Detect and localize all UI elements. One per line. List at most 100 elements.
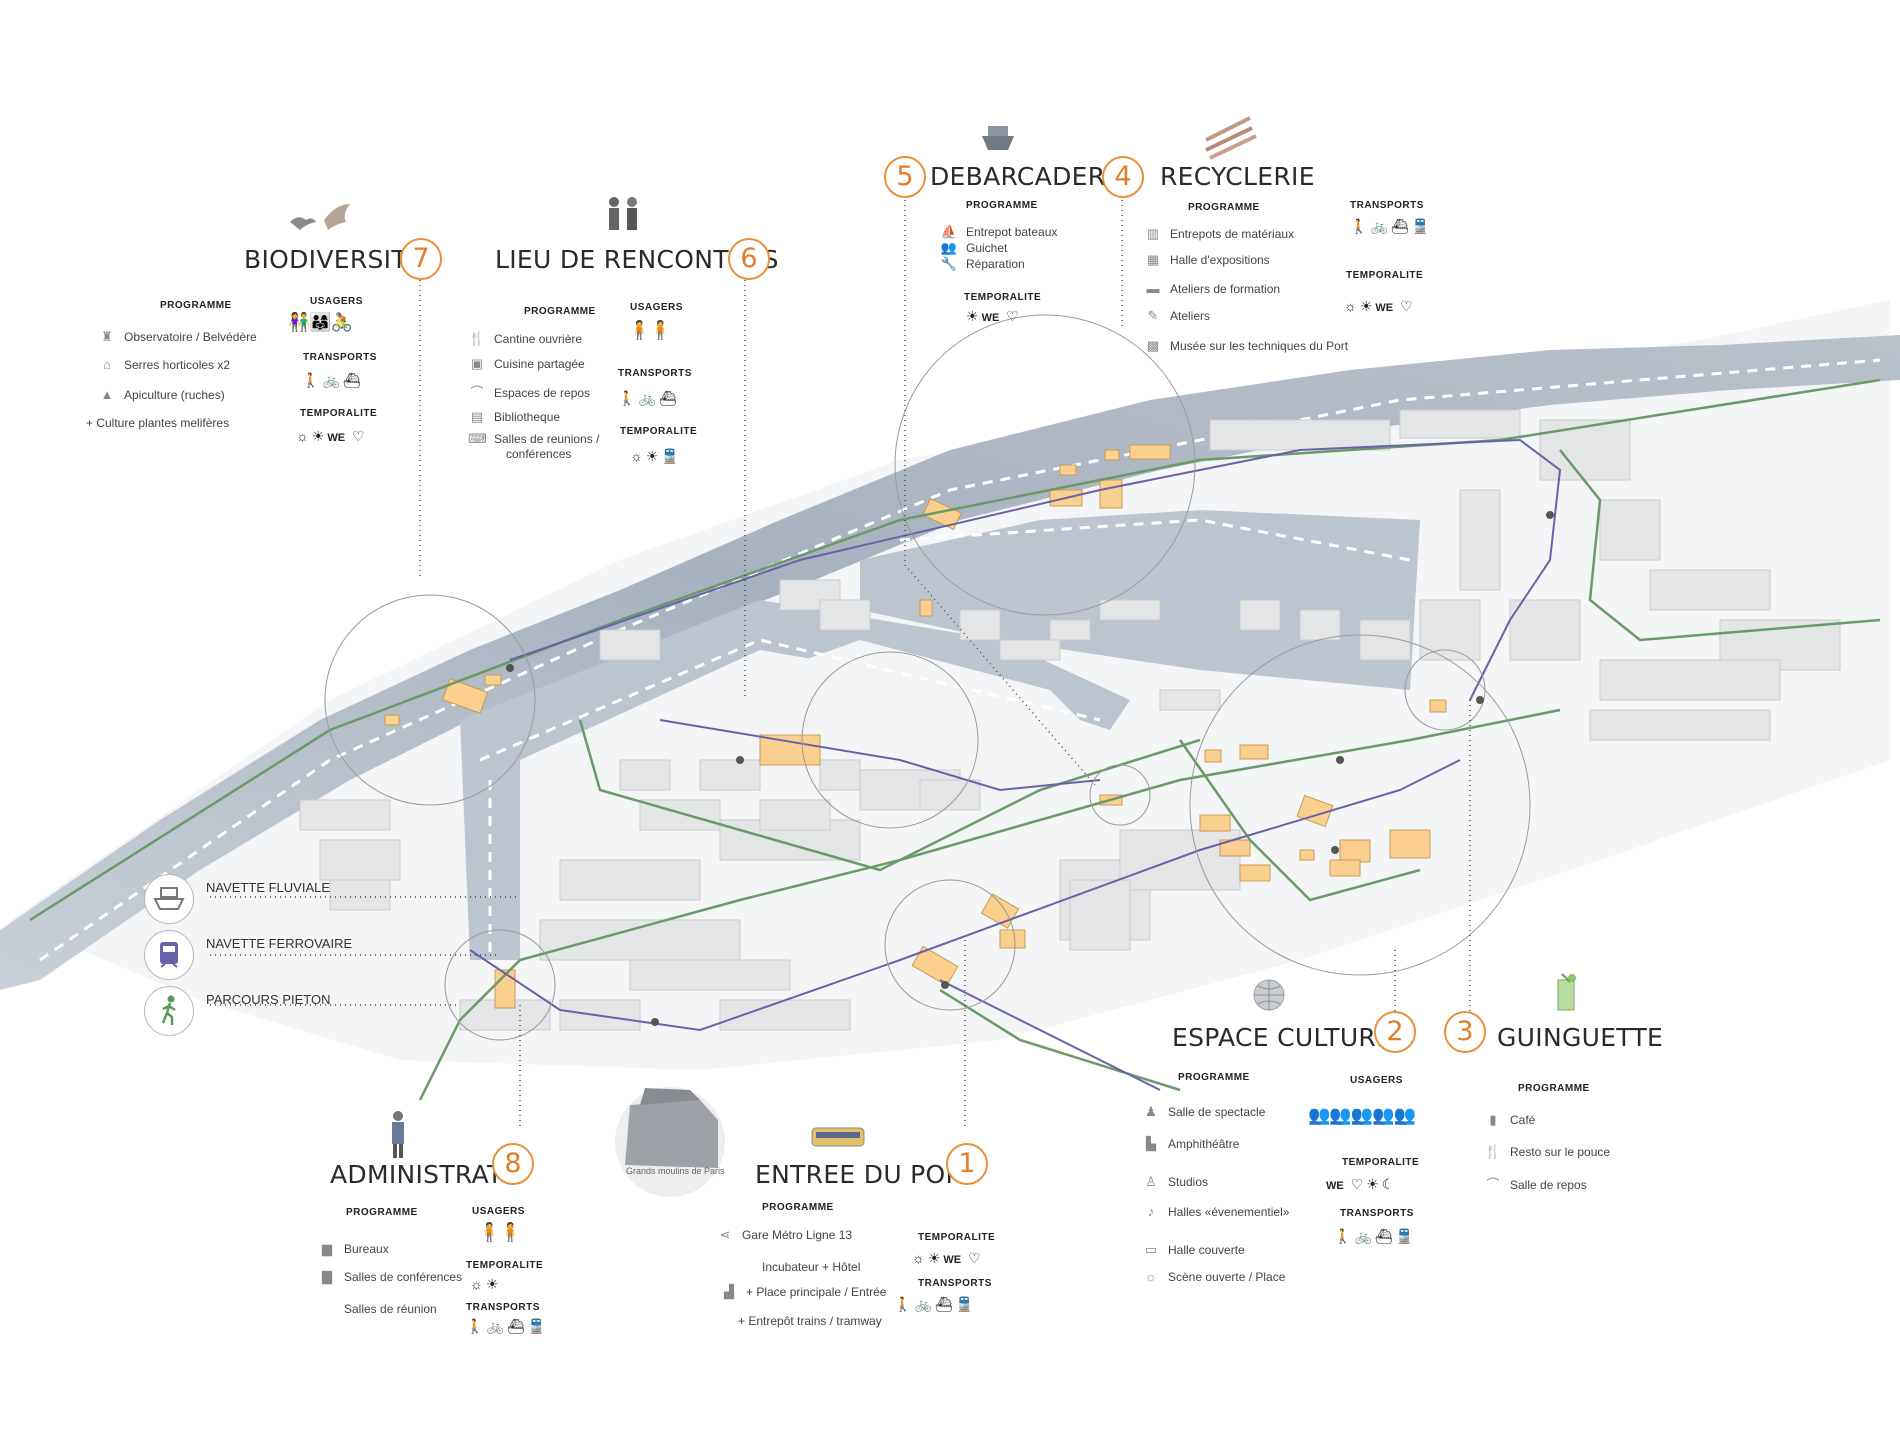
zone-number: 5 — [884, 156, 926, 198]
warehouse-icon: ▥ — [1146, 226, 1160, 241]
transports-head: TRANSPORTS — [1350, 200, 1424, 211]
programme-head: PROGRAMME — [524, 306, 596, 317]
boat-icon: ⛴ — [1390, 218, 1412, 234]
sun-icon: ☼ — [470, 1276, 486, 1292]
temporalite-head: TEMPORALITE — [1342, 1157, 1420, 1168]
hammock-icon: ⌒ — [470, 385, 484, 400]
programme-item: ▣Cuisine partagée — [468, 356, 585, 372]
walker-icon: 🚶 — [894, 1296, 915, 1312]
programme-item: 🍴Resto sur le pouce — [1484, 1144, 1611, 1160]
temporalite-head: TEMPORALITE — [918, 1232, 996, 1243]
legend-label: NAVETTE FLUVIALE — [206, 880, 331, 895]
studio-icon: ♙ — [1145, 1174, 1157, 1189]
zone-title: RECYCLERIE — [1160, 162, 1315, 191]
grands-moulins-icon — [615, 1087, 725, 1197]
programme-head: PROGRAMME — [762, 1202, 834, 1213]
walker-icon — [144, 986, 194, 1036]
users-icon: 🧍🧍 — [478, 1222, 522, 1242]
transport-icons: 🚶🚲⛴🚆 — [1334, 1228, 1416, 1245]
cocktail-icon — [1557, 973, 1576, 1011]
temporalite-icons: ☼☀ — [470, 1276, 501, 1293]
programme-item: ☼Scène ouverte / Place — [1142, 1269, 1285, 1285]
legend-label: PARCOURS PIETON — [206, 992, 331, 1007]
zone-number: 2 — [1374, 1011, 1416, 1053]
programme-item: ▬Ateliers de formation — [1144, 281, 1281, 297]
sun-icon: ☼ — [1344, 298, 1360, 314]
users-icon: 👫👨‍👩‍👧🚴 — [288, 312, 353, 332]
programme-item: ▥Entrepots de matériaux — [1144, 226, 1294, 242]
zone-number: 1 — [946, 1143, 988, 1185]
kitchen-icon: ▣ — [470, 356, 484, 371]
programme-item: 🍴Cantine ouvrière — [468, 331, 583, 347]
programme-item: 👥Guichet — [940, 240, 1008, 256]
zone-title: ENTREE DU PORT — [755, 1160, 977, 1189]
walker-icon: 🚶 — [1334, 1228, 1355, 1244]
bike-icon: 🚲 — [486, 1318, 507, 1334]
usagers-head: USAGERS — [310, 296, 363, 307]
basin-west — [460, 600, 1130, 960]
temporalite-icons: ☼☀WE ♡ — [1344, 298, 1416, 314]
train-icon: 🚆 — [955, 1296, 977, 1312]
workshop-icon: ▬ — [1146, 281, 1160, 296]
users-icon: 👥👥👥👥👥 — [1308, 1105, 1416, 1125]
usagers-head: USAGERS — [1350, 1075, 1403, 1086]
spectacle-icon: ♟ — [1145, 1104, 1157, 1119]
conference-icon: ▇ — [322, 1269, 332, 1284]
cafe-icon: ▮ — [1489, 1112, 1497, 1127]
programme-item: ♪Halles «évenementiel» — [1142, 1204, 1290, 1220]
fork-knife-icon: 🍴 — [468, 331, 486, 346]
programme-head: PROGRAMME — [160, 300, 232, 311]
mirror-ball-icon — [1253, 979, 1285, 1011]
bike-icon: 🚲 — [322, 372, 343, 388]
programme-item: + Entrepôt trains / tramway — [738, 1314, 882, 1328]
zone-title: ESPACE CULTUREL — [1172, 1023, 1407, 1052]
programme-item: ▆Bureaux — [318, 1242, 389, 1257]
programme-item: ⋖Gare Métro Ligne 13 — [716, 1228, 853, 1243]
boat-icon: ⛴ — [934, 1296, 956, 1312]
zone-number: 7 — [400, 238, 442, 280]
moon-icon: ☾ — [1381, 1176, 1398, 1192]
programme-item: ♜Observatoire / Belvédère — [98, 330, 257, 345]
programme-item: Incubateur + Hôtel — [762, 1260, 861, 1274]
boat-icon: ⛴ — [1374, 1228, 1396, 1244]
bike-icon: 🚲 — [638, 390, 659, 406]
programme-item: ⛵Entrepot bateaux — [940, 224, 1058, 240]
covered-hall-icon: ▭ — [1144, 1242, 1158, 1257]
programme-item: ▙Amphithéâtre — [1142, 1137, 1239, 1152]
transports-head: TRANSPORTS — [1340, 1208, 1414, 1219]
train-icon — [144, 930, 194, 980]
greenhouse-icon: ⌂ — [103, 357, 111, 372]
businessman-icon — [392, 1111, 404, 1158]
sun-icon: ☼ — [296, 428, 312, 444]
temporalite-icons: ☼☀WE ♡ — [912, 1250, 984, 1266]
meeting-icon: ⌨ — [468, 431, 487, 446]
sunset-icon: ☀ — [311, 428, 328, 444]
tool-icon: ✎ — [1147, 308, 1159, 323]
usagers-head: USAGERS — [630, 302, 683, 313]
programme-item: ▟+ Place principale / Entrée — [720, 1285, 886, 1300]
boat-icon: ⛴ — [342, 372, 364, 388]
programme-item: ▇Salles de conférences — [318, 1269, 462, 1285]
temporalite-icons: WE ♡☀☾ — [1326, 1176, 1398, 1192]
programme-item: ♟Salle de spectacle — [1142, 1104, 1265, 1120]
programme-item: 🔧Réparation — [940, 256, 1025, 272]
train-icon: 🚆 — [1395, 1228, 1417, 1244]
boat-icon: ⛴ — [506, 1318, 528, 1334]
programme-head: PROGRAMME — [1518, 1083, 1590, 1094]
boat-icon: ⛵ — [940, 224, 958, 239]
programme-item: ▲Apiculture (ruches) — [98, 387, 225, 403]
temporalite-head: TEMPORALITE — [466, 1260, 544, 1271]
bike-icon: 🚲 — [914, 1296, 935, 1312]
transport-icons: 🚶🚲⛴ — [618, 390, 680, 407]
event-icon: ♪ — [1147, 1204, 1155, 1219]
temporalite-head: TEMPORALITE — [1346, 270, 1424, 281]
programme-item: ⌒Salle de repos — [1484, 1178, 1586, 1193]
fork-knife-icon: 🍴 — [1484, 1144, 1502, 1159]
transport-icons: 🚶🚲⛴🚆 — [466, 1318, 548, 1335]
sun-icon: ☼ — [1145, 1269, 1157, 1284]
programme-item: ▦Halle d'expositions — [1144, 253, 1270, 268]
train-icon: 🚆 — [527, 1318, 549, 1334]
programme-item: ♙Studios — [1142, 1174, 1208, 1190]
train-icon — [811, 1127, 865, 1147]
beehive-icon: ▲ — [100, 387, 114, 402]
